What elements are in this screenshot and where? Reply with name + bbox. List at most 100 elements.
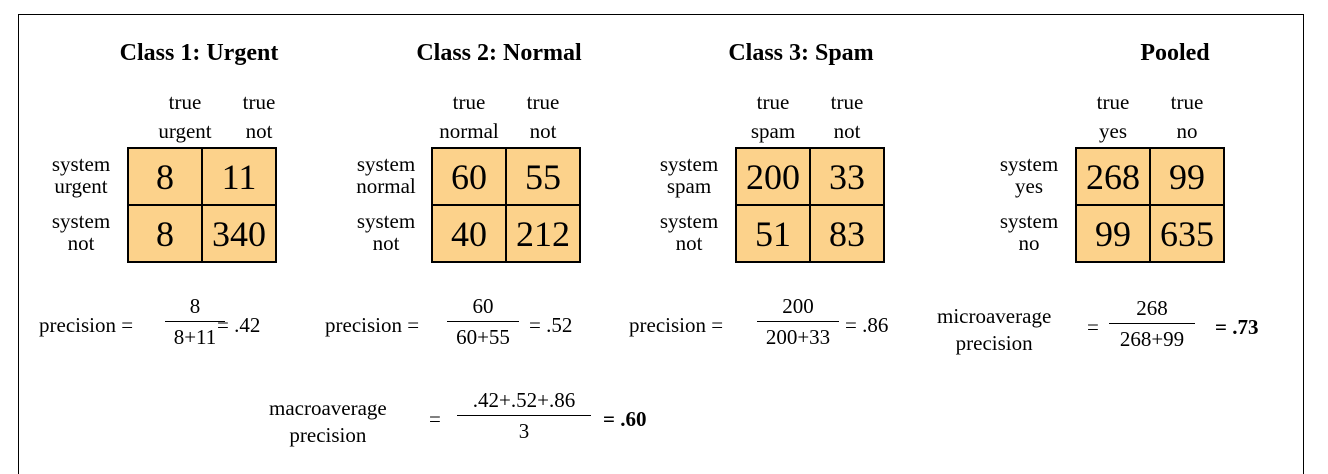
matrix-cell: 33 (810, 148, 884, 205)
row-header: system spam (647, 153, 731, 197)
matrix-cell: 51 (736, 205, 810, 262)
matrix-cell: 99 (1150, 148, 1224, 205)
label-line: precision (955, 331, 1033, 355)
confusion-matrix: 8 11 8 340 (127, 147, 277, 263)
panel-class-normal: Class 2: Normal true normal true not sys… (343, 15, 643, 285)
panel-title: Pooled (1140, 40, 1210, 66)
matrix-cell: 99 (1076, 205, 1150, 262)
label-line: microaverage (937, 304, 1052, 328)
column-header-line: not (245, 119, 273, 143)
row-header: system yes (987, 153, 1071, 197)
fraction-denominator: 3 (518, 419, 530, 443)
column-header-line: not (529, 119, 557, 143)
confusion-matrix: 200 33 51 83 (735, 147, 885, 263)
row-header: system not (647, 210, 731, 254)
row-header-line: not (372, 231, 400, 255)
matrix-cell: 635 (1150, 205, 1224, 262)
panel-title: Class 1: Urgent (119, 40, 279, 66)
precision-result: = .86 (845, 313, 889, 337)
column-header-line: urgent (158, 119, 212, 143)
row-header-line: system (51, 209, 111, 233)
fraction-numerator: 60 (472, 294, 494, 318)
macroaverage-label: macroaverage precision (269, 395, 387, 449)
panel-title: Class 2: Normal (416, 40, 582, 66)
precision-fraction: 8 8+11 (165, 293, 225, 350)
matrix-cell: 340 (202, 205, 276, 262)
fraction-bar (457, 415, 591, 416)
precision-fraction: 200 200+33 (757, 293, 839, 350)
column-header-line: true (830, 90, 864, 114)
row-header-line: system (659, 209, 719, 233)
panel-title: Class 3: Spam (728, 40, 874, 66)
column-header: true not (221, 88, 297, 146)
fraction-numerator: .42+.52+.86 (472, 388, 576, 412)
column-header: true no (1149, 88, 1225, 146)
matrix-cell: 8 (128, 148, 202, 205)
fraction-bar (757, 321, 839, 322)
figure-frame: Class 1: Urgent true urgent true not sys… (18, 14, 1304, 474)
column-header: true spam (735, 88, 811, 146)
column-header-line: spam (750, 119, 796, 143)
equals-sign: = (429, 407, 441, 431)
matrix-cell: 55 (506, 148, 580, 205)
fraction-bar (447, 321, 519, 322)
column-header-line: no (1176, 119, 1198, 143)
column-header: true not (809, 88, 885, 146)
row-header: system not (39, 210, 123, 254)
column-header-line: true (1096, 90, 1130, 114)
column-header: true normal (431, 88, 507, 146)
row-header-line: system (356, 152, 416, 176)
fraction-numerator: 200 (782, 294, 814, 318)
matrix-cell: 83 (810, 205, 884, 262)
precision-result: = .52 (529, 313, 573, 337)
row-header-line: no (1018, 231, 1040, 255)
row-header: system urgent (39, 153, 123, 197)
macroaverage-fraction: .42+.52+.86 3 (457, 387, 591, 444)
matrix-cell: 11 (202, 148, 276, 205)
microaverage-result: = .73 (1215, 315, 1259, 339)
matrix-cell: 200 (736, 148, 810, 205)
column-header-line: true (242, 90, 276, 114)
matrix-cell: 60 (432, 148, 506, 205)
equals-sign: = (1087, 315, 1099, 339)
precision-label: precision = (629, 313, 724, 337)
column-header: true urgent (147, 88, 223, 146)
column-header-line: true (452, 90, 486, 114)
matrix-cell: 268 (1076, 148, 1150, 205)
column-header-line: yes (1099, 119, 1127, 143)
confusion-matrix: 60 55 40 212 (431, 147, 581, 263)
fraction-denominator: 8+11 (173, 325, 217, 349)
microaverage-fraction: 268 268+99 (1109, 295, 1195, 352)
column-header: true yes (1075, 88, 1151, 146)
fraction-denominator: 60+55 (456, 325, 510, 349)
matrix-cell: 212 (506, 205, 580, 262)
label-line: precision (289, 423, 367, 447)
confusion-matrix: 268 99 99 635 (1075, 147, 1225, 263)
row-header-line: not (675, 231, 703, 255)
precision-fraction: 60 60+55 (447, 293, 519, 350)
label-line: macroaverage (269, 396, 387, 420)
fraction-bar (1109, 323, 1195, 324)
row-header-line: urgent (54, 174, 108, 198)
macroaverage-result: = .60 (603, 407, 647, 431)
matrix-cell: 8 (128, 205, 202, 262)
row-header-line: system (999, 209, 1059, 233)
row-header-line: not (67, 231, 95, 255)
fraction-numerator: 268 (1136, 296, 1168, 320)
row-header-line: system (659, 152, 719, 176)
microaverage-label: microaverage precision (937, 303, 1051, 357)
precision-result: = .42 (217, 313, 261, 337)
fraction-denominator: 268+99 (1119, 327, 1185, 351)
row-header: system normal (343, 153, 429, 197)
column-header-line: not (833, 119, 861, 143)
fraction-bar (165, 321, 225, 322)
column-header-line: normal (439, 119, 499, 143)
row-header: system no (987, 210, 1071, 254)
row-header-line: system (51, 152, 111, 176)
row-header-line: system (999, 152, 1059, 176)
row-header: system not (343, 210, 429, 254)
row-header-line: normal (356, 174, 416, 198)
matrix-cell: 40 (432, 205, 506, 262)
column-header-line: true (526, 90, 560, 114)
column-header: true not (505, 88, 581, 146)
